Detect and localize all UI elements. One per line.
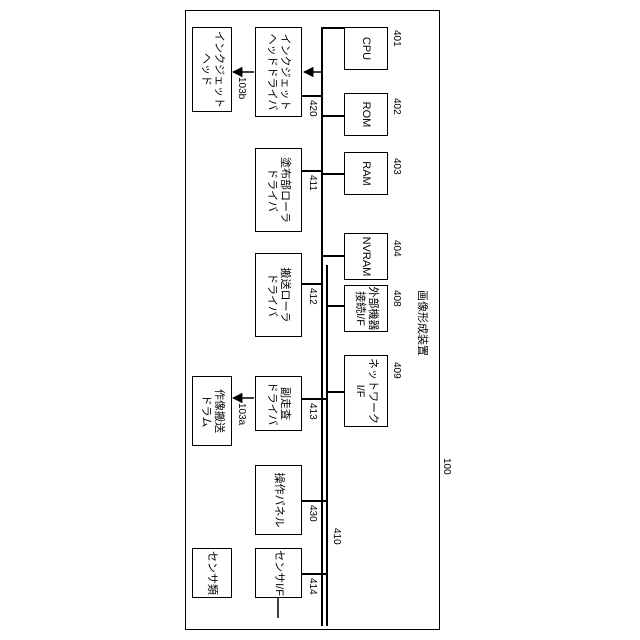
ref-cpu: 401 bbox=[390, 30, 402, 47]
ref-operation-panel: 430 bbox=[306, 505, 318, 522]
rom-block: ROM bbox=[344, 93, 388, 136]
inkjet-head-block: インクジェット ヘッド bbox=[192, 27, 232, 112]
ref-image-drum: 103a bbox=[235, 403, 247, 425]
nvram-block: NVRAM bbox=[344, 233, 388, 280]
transport-roller-driver-block: 搬送ローラ ドライバ bbox=[255, 253, 302, 337]
ref-device: 100 bbox=[440, 458, 452, 475]
ref-coating-roller-driver: 411 bbox=[306, 175, 318, 191]
ref-sensor-if: 414 bbox=[306, 578, 318, 595]
ram-block: RAM bbox=[344, 152, 388, 195]
device-title: 画像形成装置 bbox=[415, 290, 428, 356]
sensors-block: センサ類 bbox=[192, 548, 232, 598]
ref-rom: 402 bbox=[390, 98, 402, 115]
image-drum-block: 作像搬送 ドラム bbox=[192, 376, 232, 446]
ref-external-if: 408 bbox=[390, 290, 402, 307]
coating-roller-driver-block: 塗布部ローラ ドライバ bbox=[255, 148, 302, 232]
network-if-block: ネットワーク I/F bbox=[344, 355, 388, 427]
ref-sub-scan-driver: 413 bbox=[306, 403, 318, 420]
inkjet-head-driver-block: インクジェット ヘッドドライバ bbox=[255, 27, 302, 117]
sub-scan-driver-block: 副走査 ドライバ bbox=[255, 376, 302, 431]
ref-inkjet-driver: 420 bbox=[306, 100, 318, 117]
ref-transport-roller-driver: 412 bbox=[306, 288, 318, 305]
ref-network-if: 409 bbox=[390, 362, 402, 379]
external-if-block: 外部機器 接続I/F bbox=[344, 285, 388, 332]
sensor-if-block: センサI/F bbox=[255, 548, 302, 598]
ref-inkjet-head: 103b bbox=[235, 77, 247, 99]
ref-bus: 410 bbox=[330, 528, 342, 545]
ref-nvram: 404 bbox=[390, 240, 402, 257]
ref-ram: 403 bbox=[390, 158, 402, 175]
operation-panel-block: 操作パネル bbox=[255, 465, 302, 535]
cpu-block: CPU bbox=[344, 27, 388, 70]
